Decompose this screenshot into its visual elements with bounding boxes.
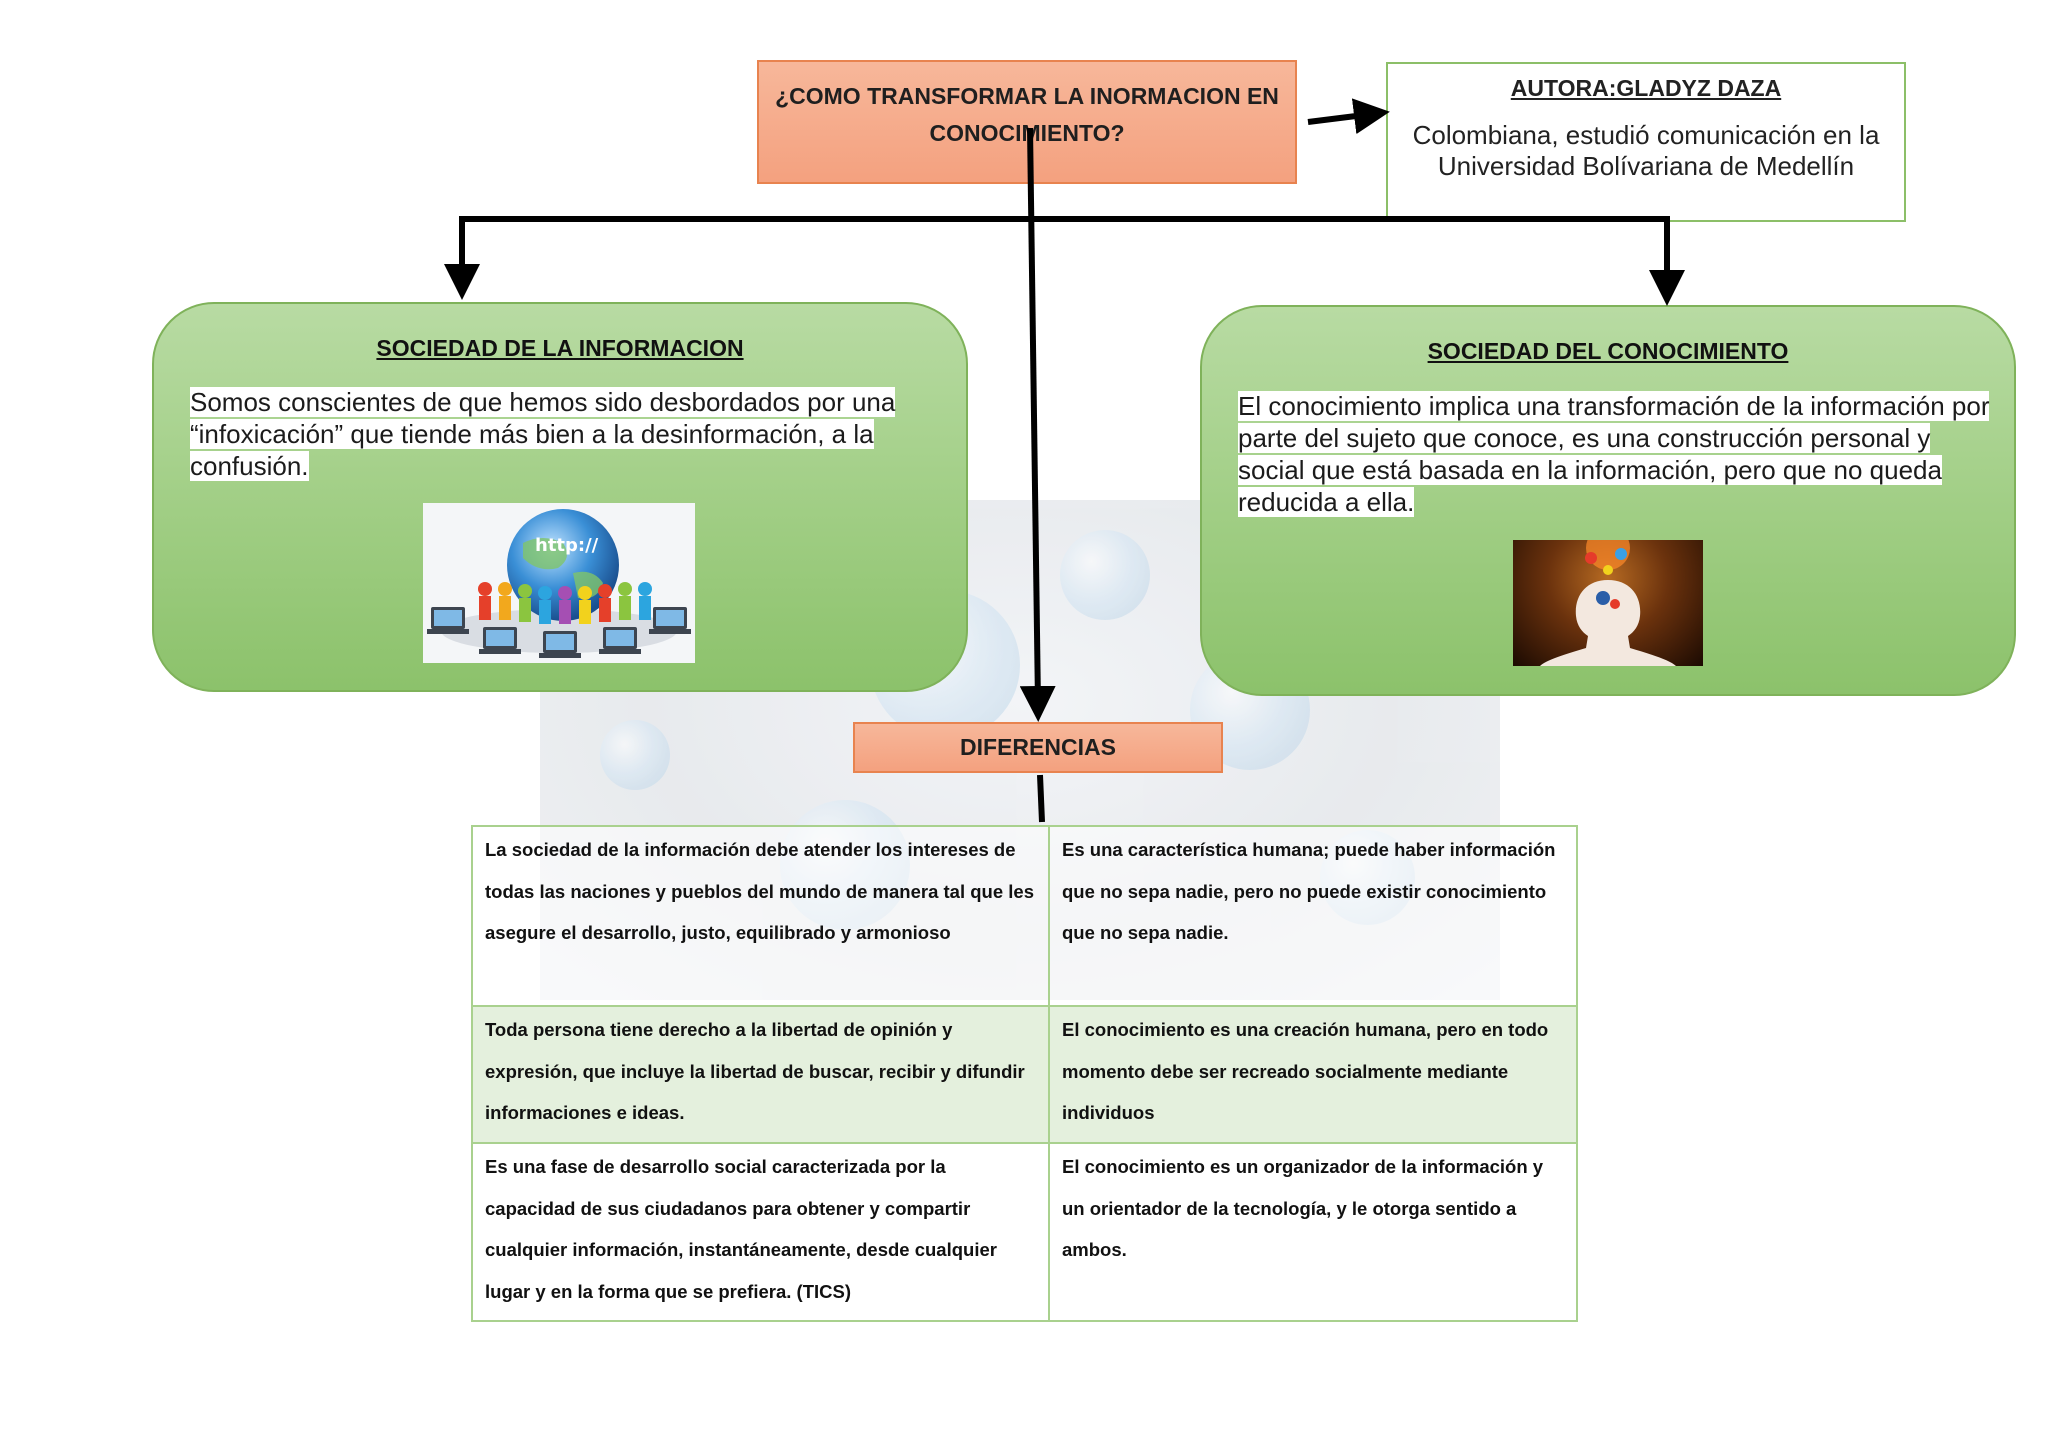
table-row: Es una fase de desarrollo social caracte… bbox=[471, 1142, 1578, 1322]
http-label: http:// bbox=[535, 535, 599, 556]
differences-title: DIFERENCIAS bbox=[960, 734, 1116, 760]
head-silhouette-illustration bbox=[1540, 540, 1676, 666]
knowledge-society-text: El conocimiento implica una transformaci… bbox=[1238, 391, 1990, 517]
arrow-to-author bbox=[1307, 98, 1390, 135]
author-description: Colombiana, estudió comunicación en la U… bbox=[1412, 120, 1880, 181]
table-cell: Toda persona tiene derecho a la libertad… bbox=[471, 1005, 1050, 1144]
author-box: AUTORA:GLADYZ DAZA Colombiana, estudió c… bbox=[1386, 62, 1906, 222]
information-society-title: SOCIEDAD DE LA INFORMACION bbox=[376, 335, 744, 361]
differences-box: DIFERENCIAS bbox=[853, 722, 1223, 773]
table-row: Toda persona tiene derecho a la libertad… bbox=[471, 1005, 1578, 1144]
table-cell: La sociedad de la información debe atend… bbox=[471, 825, 1050, 1007]
branch-connector bbox=[459, 216, 1670, 288]
author-title: AUTORA:GLADYZ DAZA bbox=[1510, 75, 1782, 101]
main-question-text: ¿COMO TRANSFORMAR LA INORMACION EN CONOC… bbox=[775, 83, 1279, 146]
network-globe-image: http:// bbox=[423, 503, 695, 663]
differences-table: La sociedad de la información debe atend… bbox=[471, 825, 1578, 1322]
table-cell: El conocimiento es un organizador de la … bbox=[1048, 1142, 1578, 1322]
table-row: La sociedad de la información debe atend… bbox=[471, 825, 1578, 1007]
table-cell: El conocimiento es una creación humana, … bbox=[1048, 1005, 1578, 1144]
main-question-box: ¿COMO TRANSFORMAR LA INORMACION EN CONOC… bbox=[757, 60, 1297, 184]
globe-people-illustration: http:// bbox=[427, 509, 691, 658]
knowledge-society-title: SOCIEDAD DEL CONOCIMIENTO bbox=[1427, 338, 1789, 364]
mind-head-image bbox=[1513, 540, 1703, 666]
differences-to-table-line bbox=[1037, 774, 1045, 823]
table-cell: Es una característica humana; puede habe… bbox=[1048, 825, 1578, 1007]
information-society-text: Somos conscientes de que hemos sido desb… bbox=[190, 387, 896, 481]
table-cell: Es una fase de desarrollo social caracte… bbox=[471, 1142, 1050, 1322]
arrow-to-differences bbox=[1019, 127, 1056, 722]
